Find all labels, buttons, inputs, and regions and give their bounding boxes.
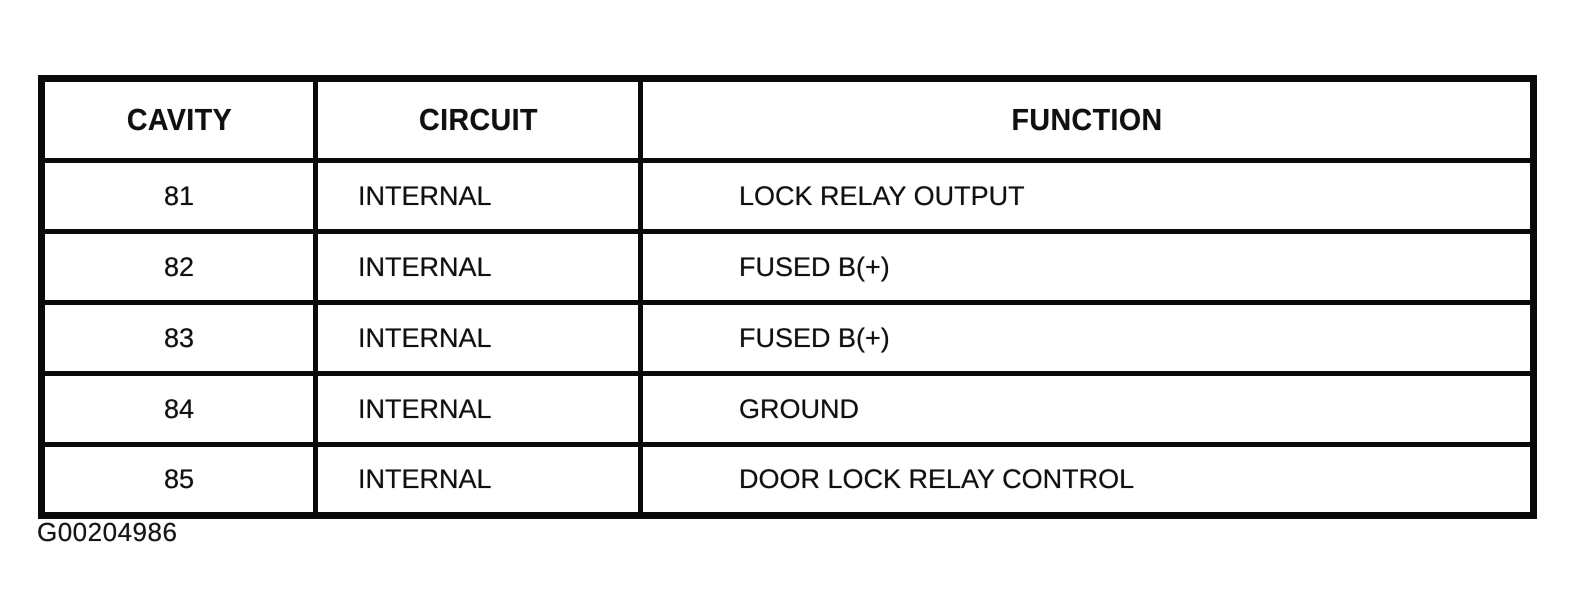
cell-circuit-81: INTERNAL	[313, 158, 643, 234]
cell-circuit-84: INTERNAL	[313, 371, 643, 447]
cell-function-82: FUSED B(+)	[638, 229, 1536, 305]
cell-function-84: GROUND	[638, 371, 1536, 447]
cell-cavity-81: 81	[39, 158, 318, 234]
table-body: 81 INTERNAL LOCK RELAY OUTPUT 82 INTERNA…	[39, 158, 1536, 518]
table-row: 85 INTERNAL DOOR LOCK RELAY CONTROL	[39, 442, 1536, 518]
cell-function-81: LOCK RELAY OUTPUT	[638, 158, 1536, 234]
table-row: 84 INTERNAL GROUND	[39, 371, 1536, 447]
column-header-cavity: CAVITY	[50, 76, 307, 163]
cell-cavity-85: 85	[39, 442, 318, 518]
table-row: 82 INTERNAL FUSED B(+)	[39, 229, 1536, 305]
table-row: 83 INTERNAL FUSED B(+)	[39, 300, 1536, 376]
cell-cavity-83: 83	[39, 300, 318, 376]
cell-cavity-82: 82	[39, 229, 318, 305]
cell-circuit-85: INTERNAL	[313, 442, 643, 518]
column-header-circuit: CIRCUIT	[326, 76, 630, 163]
cell-function-85: DOOR LOCK RELAY CONTROL	[638, 442, 1536, 518]
figure-id-label: G00204986	[37, 517, 178, 547]
table-header: CAVITY CIRCUIT FUNCTION	[42, 76, 1534, 163]
table-row: 81 INTERNAL LOCK RELAY OUTPUT	[39, 158, 1536, 234]
cell-cavity-84: 84	[39, 371, 318, 447]
connector-pinout-table: CAVITY CIRCUIT FUNCTION 81 INTERNAL LOCK…	[38, 75, 1537, 519]
cell-function-83: FUSED B(+)	[638, 300, 1536, 376]
cell-circuit-82: INTERNAL	[313, 229, 643, 305]
cell-circuit-83: INTERNAL	[313, 300, 643, 376]
table-header-row: CAVITY CIRCUIT FUNCTION	[42, 76, 1534, 163]
column-header-function: FUNCTION	[673, 76, 1501, 163]
